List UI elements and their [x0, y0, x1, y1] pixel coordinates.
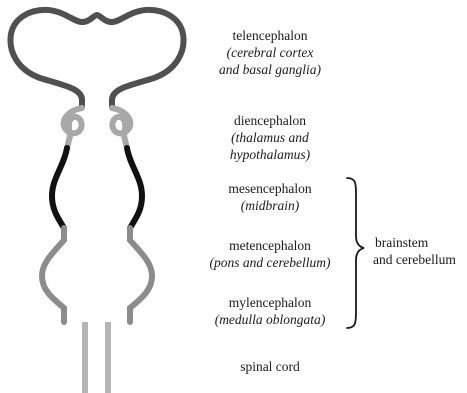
metencephalon-sub-line: (pons and cerebellum): [192, 254, 348, 271]
hindbrain-right: [130, 228, 152, 322]
diencephalon-sub-2: hypothalamus): [205, 146, 335, 163]
telencephalon-sub-line1: (cerebral cortex: [205, 44, 335, 61]
mesencephalon-sub-1: midbrain: [245, 198, 295, 213]
spinal-cord-name: spinal cord: [205, 358, 335, 375]
hindbrain-left: [42, 228, 64, 322]
brainstem-group-line1: brainstem: [373, 234, 456, 251]
brainstem-group-line2: and cerebellum: [373, 251, 456, 268]
mylencephalon-sub-line: (medulla oblongata): [196, 311, 344, 328]
brainstem-group-label: brainstem and cerebellum: [373, 234, 456, 268]
diencephalon-left: [64, 108, 82, 148]
mylencephalon-sub-1: medulla oblongata: [219, 312, 321, 327]
diencephalon-sub-line1: (thalamus and: [205, 129, 335, 146]
mesencephalon-sub-line: (midbrain): [205, 197, 335, 214]
mesencephalon-left: [52, 148, 67, 228]
telencephalon-sub-2: and basal ganglia): [205, 61, 335, 78]
diencephalon-sub-1: thalamus and: [236, 130, 309, 145]
mesencephalon-label: mesencephalon (midbrain): [205, 180, 335, 214]
telencephalon-outline: [10, 10, 183, 100]
diencephalon-label: diencephalon (thalamus and hypothalamus): [205, 112, 335, 163]
telencephalon-sub-1: cerebral cortex: [231, 45, 313, 60]
metencephalon-name: metencephalon: [192, 237, 348, 254]
mesencephalon-right: [127, 148, 142, 228]
diencephalon-right: [112, 108, 130, 148]
diencephalon-name: diencephalon: [205, 112, 335, 129]
metencephalon-label: metencephalon (pons and cerebellum): [192, 237, 348, 271]
mylencephalon-label: mylencephalon (medulla oblongata): [196, 294, 344, 328]
brainstem-brace: [347, 178, 364, 328]
spinal-cord-label: spinal cord: [205, 358, 335, 375]
mesencephalon-name: mesencephalon: [205, 180, 335, 197]
telencephalon-label: telencephalon (cerebral cortex and basal…: [205, 27, 335, 78]
metencephalon-sub-1: pons and cerebellum: [214, 255, 326, 270]
mylencephalon-name: mylencephalon: [196, 294, 344, 311]
telencephalon-name: telencephalon: [205, 27, 335, 44]
